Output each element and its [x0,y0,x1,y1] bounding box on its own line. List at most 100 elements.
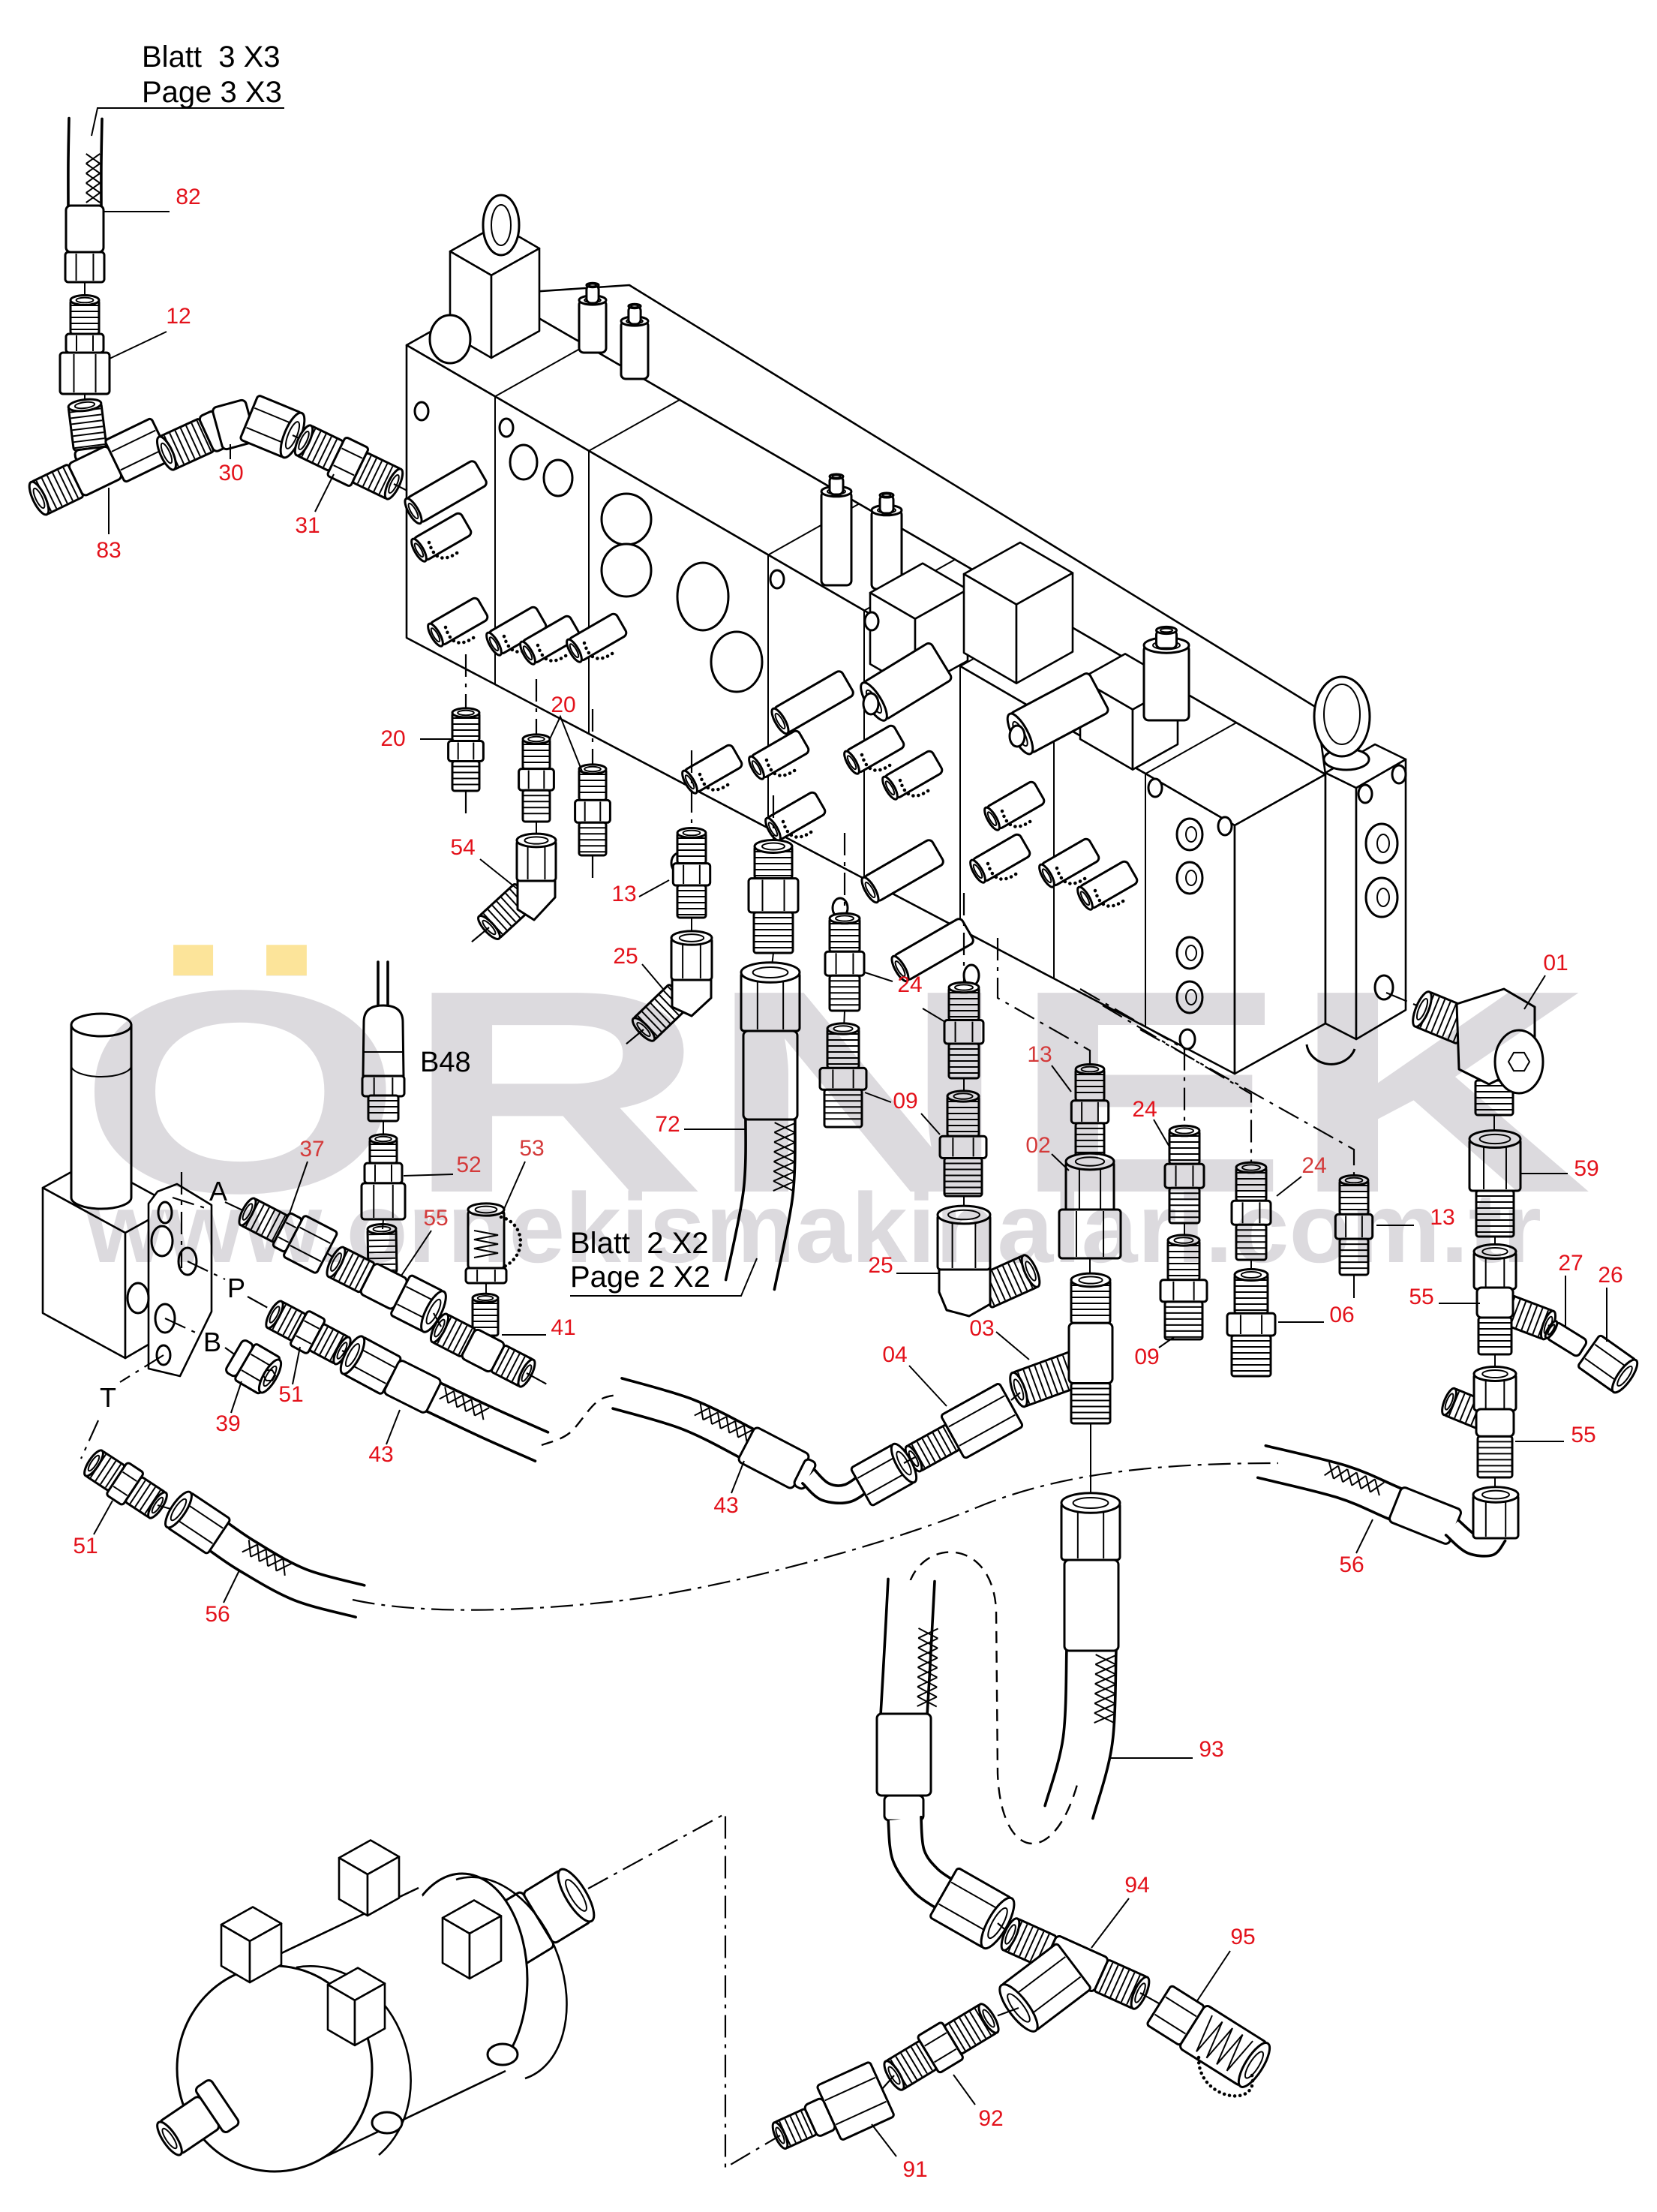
callout-12[interactable]: 12 [166,304,191,329]
callout-39[interactable]: 39 [215,1411,240,1436]
callout-30[interactable]: 30 [218,461,243,485]
callout-24-center[interactable]: 24 [1132,1097,1157,1122]
braid-line [773,1132,796,1143]
thread-ring [1126,1974,1141,2005]
port-ring [1175,861,1204,895]
callout-95[interactable]: 95 [1230,1925,1255,1949]
plug-body [770,670,854,735]
callout-72[interactable]: 72 [655,1112,680,1137]
port-opening [740,961,801,984]
port-opening [164,1490,193,1529]
callout-53[interactable]: 53 [519,1136,544,1161]
callout-13-left[interactable]: 13 [611,882,636,906]
braid-line [1094,1712,1116,1724]
callout-27[interactable]: 27 [1558,1251,1583,1276]
leader-line [731,1460,745,1494]
thread-ring [932,1432,947,1456]
hose-wall [1444,1534,1507,1558]
solenoid-cylinder [70,1012,133,1210]
callout-56-left[interactable]: 56 [205,1602,230,1627]
plug-cap-10 [881,750,944,801]
callout-04[interactable]: 04 [882,1342,907,1367]
callout-26[interactable]: 26 [1598,1263,1622,1288]
callout-91[interactable]: 91 [902,2157,927,2182]
pressure-sensor-b48 [361,960,406,1123]
callout-43-left[interactable]: 43 [368,1442,393,1467]
quick-coupling-95 [1146,1985,1271,2098]
port-bore [344,1343,361,1367]
callout-52[interactable]: 52 [456,1153,481,1177]
port-t-line [80,1420,100,1459]
callout-92[interactable]: 92 [978,2106,1003,2131]
callout-09-pair[interactable]: 09 [893,1089,917,1114]
braid-line [444,1387,449,1404]
port-p-line [247,1296,275,1312]
leader-line [288,1161,308,1216]
thread-ring [169,432,185,464]
body-section [1475,1408,1515,1438]
callout-03[interactable]: 03 [969,1316,994,1341]
adapter-51-lower [83,1449,168,1519]
center-line [881,2075,895,2090]
callout-02[interactable]: 02 [1025,1133,1050,1158]
port-bore [947,1209,980,1221]
hose-wall [203,1546,357,1618]
body-section [1067,1321,1114,1385]
callout-31[interactable]: 31 [295,513,320,538]
hose-body [888,1817,956,1909]
callout-41[interactable]: 41 [551,1315,575,1340]
tee-55-r1-body [1475,1286,1514,1356]
thread-ring [277,1307,292,1333]
port-cover [600,542,653,598]
tee-55-r2-nut [1472,1365,1517,1412]
callout-55-right-lower[interactable]: 55 [1571,1423,1595,1447]
port-opening [69,294,101,306]
port-opening [670,930,713,946]
port-opening [420,1290,447,1333]
callout-82[interactable]: 82 [176,185,200,209]
port-bore [1159,627,1174,633]
callout-94[interactable]: 94 [1124,1873,1149,1898]
callout-59[interactable]: 59 [1574,1156,1598,1181]
hex-flat-edge [1011,1956,1066,1998]
callout-13-right[interactable]: 13 [1430,1205,1454,1230]
callout-01[interactable]: 01 [1543,951,1568,975]
callout-24-pair[interactable]: 24 [897,972,922,997]
callout-54[interactable]: 54 [450,835,475,860]
callout-20-pair[interactable]: 20 [551,693,575,717]
coupling-95-body [1146,1985,1271,2088]
braid-line [917,1676,938,1688]
adapter-31 [293,424,404,500]
callout-37[interactable]: 37 [299,1137,324,1162]
braid-line [470,1399,476,1416]
callout-93[interactable]: 93 [1199,1737,1223,1762]
threaded-section [1070,1382,1112,1425]
callout-56-right[interactable]: 56 [1339,1552,1364,1577]
callout-51-lower[interactable]: 51 [73,1534,98,1558]
braid-line [773,1171,795,1182]
callout-43-center[interactable]: 43 [713,1493,738,1518]
callout-51-upper[interactable]: 51 [278,1382,303,1407]
callout-13-center[interactable]: 13 [1027,1042,1052,1067]
thread-ring [362,458,377,487]
callout-55-right-upper[interactable]: 55 [1409,1285,1433,1309]
callout-25-center[interactable]: 25 [868,1253,893,1278]
hex-section [65,332,105,354]
callout-55-left[interactable]: 55 [423,1206,448,1231]
braid-line [453,1390,458,1408]
thread-ring [1028,1367,1042,1400]
body-section [1063,1558,1120,1652]
leader-line [922,1008,946,1023]
port-mark [1185,826,1197,843]
port-bore [565,1879,587,1912]
thread-ring [506,1353,521,1379]
thread-ring [314,1327,329,1352]
callout-09-center[interactable]: 09 [1134,1345,1159,1369]
thread-ring [895,2056,913,2084]
callout-06[interactable]: 06 [1329,1303,1354,1327]
callout-83[interactable]: 83 [96,538,121,563]
callout-24-right[interactable]: 24 [1301,1153,1326,1178]
callout-20-left[interactable]: 20 [380,726,405,751]
callout-25-left[interactable]: 25 [613,944,638,969]
hex-flat-edge [111,429,156,452]
